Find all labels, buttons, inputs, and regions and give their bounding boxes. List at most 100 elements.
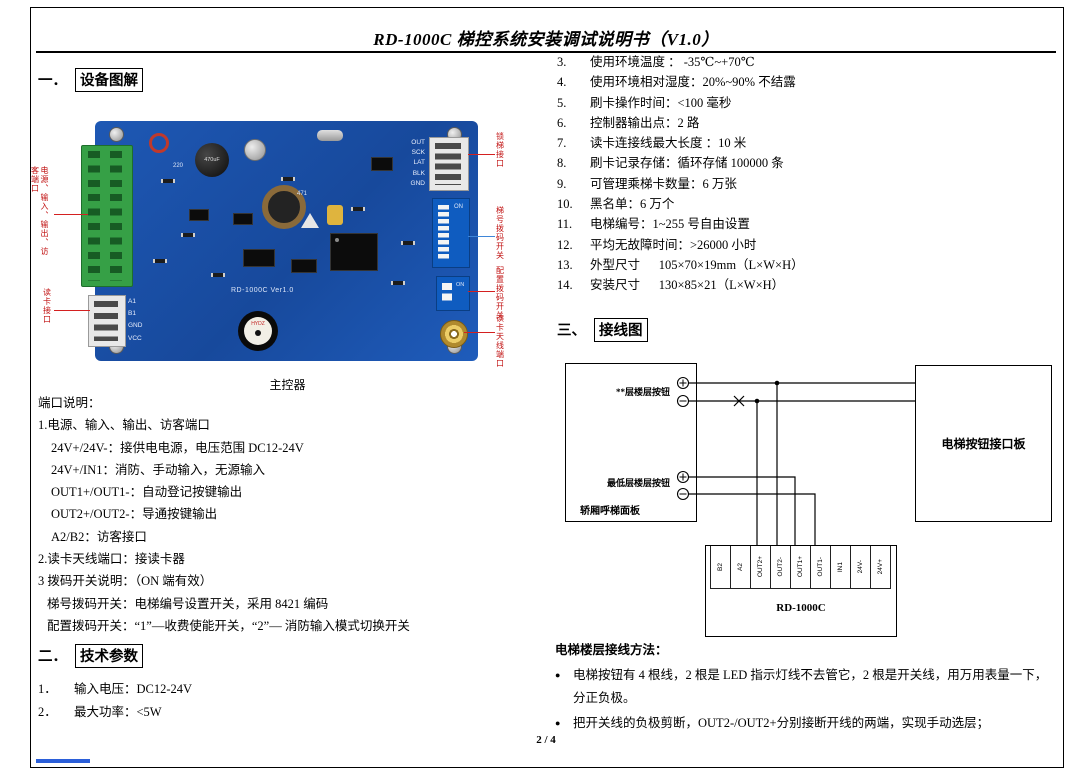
chip-dot bbox=[335, 238, 339, 242]
jumper-wire bbox=[149, 133, 169, 153]
crystal bbox=[317, 130, 343, 141]
silkscreen-model: RD-1000C Ver1.0 bbox=[231, 287, 294, 294]
silkscreen-mark: 220 bbox=[173, 163, 184, 169]
section-number: 三、 bbox=[557, 323, 586, 339]
item-text: 外型尺寸 105×70×19mm（L×W×H） bbox=[590, 257, 804, 272]
bullet-icon: ● bbox=[555, 718, 561, 728]
item-text: 安装尺寸 130×85×21（L×W×H） bbox=[590, 278, 785, 293]
item-number: 4. bbox=[557, 75, 567, 90]
capacitor bbox=[244, 139, 266, 161]
junction-dot bbox=[774, 380, 780, 386]
resistor bbox=[181, 233, 195, 237]
terminal-cell: B2 bbox=[711, 546, 731, 588]
item-number: 8. bbox=[557, 156, 567, 171]
port-desc-line: 2.读卡天线端口：接读卡器 bbox=[38, 552, 185, 567]
callout-line bbox=[464, 332, 495, 333]
cut-mark-icon bbox=[733, 395, 745, 407]
section-title: 技术参数 bbox=[75, 644, 143, 668]
floor-button-label-top: **层楼层按钮 bbox=[615, 387, 670, 397]
car-panel-label: 轿厢呼梯面板 bbox=[580, 506, 640, 517]
inductor bbox=[262, 185, 306, 229]
item-text: 黑名单：6 万个 bbox=[590, 197, 675, 212]
item-number: 2． bbox=[38, 704, 57, 719]
pin-label: GND bbox=[128, 322, 143, 330]
panel-connector bbox=[429, 137, 469, 191]
reader-connector bbox=[88, 295, 126, 347]
pin-label: GND bbox=[410, 179, 425, 187]
port-desc-line: 24V+/24V-：接供电电源，电压范围 DC12-24V bbox=[51, 440, 304, 455]
panel-pin-labels: OUT SCK LAT BLK GND bbox=[395, 138, 425, 189]
dip-on-label: ON bbox=[456, 282, 465, 288]
config-dip-switch: ON bbox=[436, 276, 470, 311]
item-number: 1． bbox=[38, 682, 57, 696]
terminal-screws-column bbox=[110, 151, 122, 281]
item-text: 读卡连接线最大长度 ：10 米 bbox=[590, 136, 747, 151]
resistor bbox=[281, 177, 295, 181]
wiring-method-heading: 电梯楼层接线方法： bbox=[555, 643, 668, 657]
terminal-cell: OUT1+ bbox=[791, 546, 811, 588]
callout-line bbox=[54, 214, 88, 215]
resistor bbox=[161, 179, 175, 183]
spec-row: 13.外型尺寸 105×70×19mm（L×W×H） bbox=[557, 255, 1057, 275]
terminal-cell: OUT1- bbox=[811, 546, 831, 588]
floor-button-label-bottom: 最低层楼层按钮 bbox=[606, 478, 670, 488]
resistor bbox=[401, 241, 415, 245]
capacitor-label: 470uF bbox=[204, 157, 220, 163]
terminal-label: OUT2+ bbox=[757, 556, 764, 578]
footer-mark bbox=[36, 759, 90, 763]
buzzer-hole bbox=[255, 330, 261, 336]
logo-triangle-icon bbox=[301, 213, 319, 228]
item-text: 控制器输出点：2 路 bbox=[590, 115, 700, 130]
item-text: 输入电压：DC12-24V bbox=[74, 682, 193, 696]
buzzer: HYDZ bbox=[238, 311, 278, 351]
terminal-label: 24V+ bbox=[877, 559, 884, 575]
terminal-label: B2 bbox=[717, 563, 724, 571]
resistor bbox=[351, 207, 365, 211]
chip bbox=[371, 157, 393, 171]
car-panel-box: **层楼层按钮 最低层楼层按钮 轿厢呼梯面板 bbox=[565, 363, 697, 522]
tantalum-capacitor bbox=[327, 205, 343, 225]
port-desc-line: 1.电源、输入、输出、访客端口 bbox=[38, 418, 210, 433]
wiring-method: 电梯楼层接线方法： ● 电梯按钮有 4 根线，2 根是 LED 指示灯线不去管它… bbox=[555, 638, 1057, 735]
port-desc-line: OUT2+/OUT2-：导通按键输出 bbox=[51, 507, 218, 522]
tech-params-list: 1． 输入电压：DC12-24V 2． 最大功率：<5W bbox=[38, 678, 192, 723]
circuit-board: A1 B1 GND VCC OUT SCK LAT BLK GND ON bbox=[81, 121, 478, 361]
callout-line bbox=[468, 154, 495, 155]
item-number: 12. bbox=[557, 237, 573, 252]
antenna-sma-connector bbox=[440, 320, 468, 348]
reader-pin-labels: A1 B1 GND VCC bbox=[128, 296, 142, 345]
wiring-diagram: **层楼层按钮 最低层楼层按钮 轿厢呼梯面板 电梯按钮接口板 B2 A2 OUT… bbox=[555, 355, 1062, 647]
elevator-button-board-label: 电梯按钮接口板 bbox=[941, 437, 1026, 451]
connector-slots bbox=[94, 301, 118, 341]
buzzer-sticker: HYDZ bbox=[244, 317, 272, 345]
pin-label: VCC bbox=[128, 334, 142, 342]
connector-slots bbox=[435, 143, 461, 185]
section-2-heading: 二．技术参数 bbox=[38, 644, 143, 668]
resistor bbox=[391, 281, 405, 285]
wiring-bullet: ● 电梯按钮有 4 根线，2 根是 LED 指示灯线不去管它，2 根是开关线，用… bbox=[555, 664, 1057, 710]
chip bbox=[243, 249, 275, 267]
pin-label: A1 bbox=[128, 298, 136, 305]
port-desc-line: OUT1+/OUT1-：自动登记按键输出 bbox=[51, 485, 243, 500]
callout-line bbox=[468, 236, 495, 237]
item-text: 刷卡记录存储：循环存储 100000 条 bbox=[590, 156, 784, 171]
controller-box: B2 A2 OUT2+ OUT2- OUT1+ OUT1- IN1 24V- 2… bbox=[705, 545, 897, 637]
terminal-cell: OUT2+ bbox=[751, 546, 771, 588]
spec-row: 14.安装尺寸 130×85×21（L×W×H） bbox=[557, 275, 1057, 295]
chip bbox=[233, 213, 253, 225]
pin-label: OUT bbox=[411, 139, 425, 146]
silkscreen-mark: 471 bbox=[297, 191, 308, 197]
item-text: 电梯编号：1~255 号自由设置 bbox=[590, 217, 750, 232]
chip bbox=[291, 259, 317, 273]
terminal-label: 24V- bbox=[857, 560, 864, 574]
item-text: 可管理乘梯卡数量：6 万张 bbox=[590, 176, 737, 191]
page-number: 2 / 4 bbox=[536, 734, 556, 746]
section-number: 一． bbox=[38, 73, 67, 89]
spec-row: 12.平均无故障时间：>26000 小时 bbox=[557, 235, 1057, 255]
callout-label-dip2: 配置拨码开关 bbox=[495, 266, 505, 320]
junction-dot bbox=[754, 398, 760, 404]
elevator-button-board-box: 电梯按钮接口板 bbox=[915, 365, 1052, 522]
terminal-label: OUT2- bbox=[777, 557, 784, 577]
section-title: 设备图解 bbox=[75, 68, 143, 92]
terminal-label: OUT1- bbox=[817, 557, 824, 577]
